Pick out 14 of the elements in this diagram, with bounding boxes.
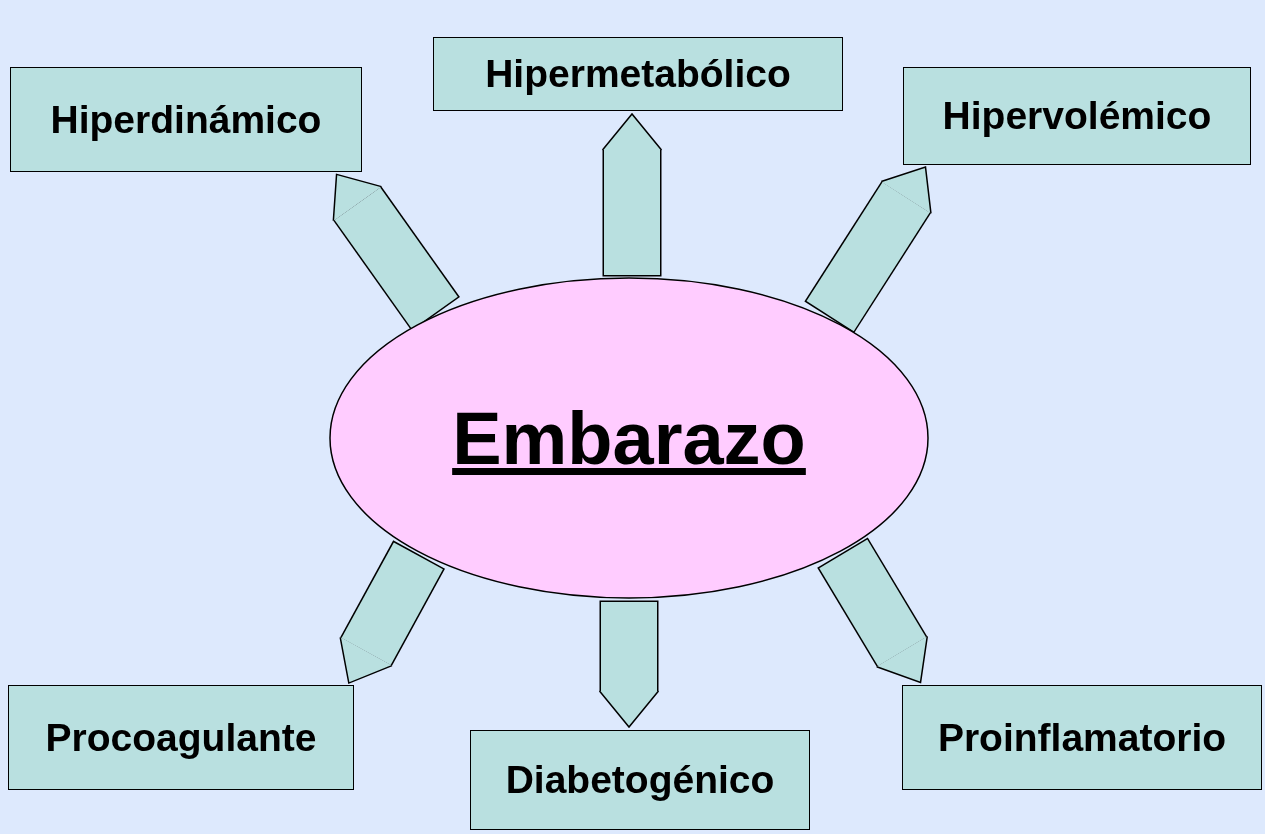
- term-box: [903, 67, 1251, 165]
- term-label: Hipervolémico: [942, 94, 1212, 138]
- term-label: Hipermetabólico: [485, 52, 791, 96]
- term-label: Procoagulante: [45, 715, 317, 760]
- term-box: [433, 37, 843, 111]
- term-label: Proinflamatorio: [937, 715, 1227, 760]
- term-label: Hiperdinámico: [50, 97, 322, 142]
- term-box: [470, 730, 810, 830]
- central-label: Embarazo: [452, 395, 806, 481]
- term-label: Diabetogénico: [505, 758, 775, 802]
- ellipse-node: [329, 277, 929, 599]
- term-box: [8, 685, 354, 790]
- term-box: [902, 685, 1262, 790]
- term-box: [10, 67, 362, 172]
